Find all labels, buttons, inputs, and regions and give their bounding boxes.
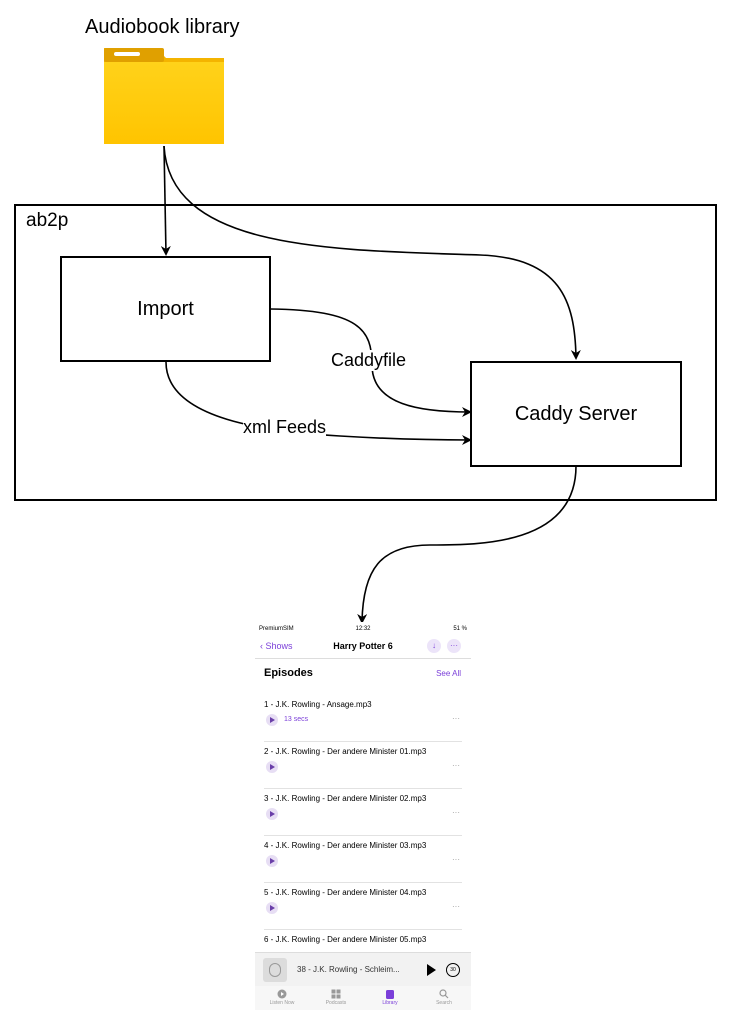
play-icon[interactable] [266, 855, 278, 867]
podcast-artwork-icon [263, 958, 287, 982]
tab-label: Library [382, 1000, 398, 1006]
folder-icon [104, 48, 224, 144]
episode-title: 3 - J.K. Rowling - Der andere Minister 0… [264, 794, 427, 803]
episode-row[interactable]: 4 - J.K. Rowling - Der andere Minister 0… [264, 835, 462, 883]
search-icon [439, 989, 449, 999]
caddy-server-label: Caddy Server [514, 402, 638, 425]
episode-duration: 13 secs [284, 716, 309, 723]
episode-more-button[interactable]: ··· [452, 761, 460, 770]
import-label: Import [137, 297, 194, 320]
edge-label-caddyfile: Caddyfile [331, 350, 407, 371]
nav-bar: ‹ Shows Harry Potter 6 ↓ ··· [255, 636, 471, 659]
episode-title: 2 - J.K. Rowling - Der andere Minister 0… [264, 747, 427, 756]
caddy-server-box: Caddy Server [470, 361, 682, 467]
play-icon[interactable] [266, 902, 278, 914]
skip-forward-icon[interactable]: 30 [446, 963, 460, 977]
battery-label: 51 % [453, 626, 467, 632]
import-box: Import [60, 256, 271, 362]
edge-library-to-import [160, 145, 171, 256]
podcast-app-screenshot: PremiumSIM 12:32 51 % ‹ Shows Harry Pott… [255, 622, 471, 1010]
tab-search[interactable]: Search [417, 986, 471, 1010]
episode-row[interactable]: 3 - J.K. Rowling - Der andere Minister 0… [264, 788, 462, 836]
container-label: ab2p [26, 210, 69, 231]
play-icon[interactable] [427, 964, 436, 976]
episode-row[interactable]: 6 - J.K. Rowling - Der andere Minister 0… [264, 929, 462, 976]
tab-podcasts[interactable]: Podcasts [309, 986, 363, 1010]
page-title: Harry Potter 6 [333, 641, 393, 651]
tab-label: Listen Now [269, 1000, 295, 1006]
episode-more-button[interactable]: ··· [452, 902, 460, 911]
tab-listen-now[interactable]: Listen Now [255, 986, 309, 1010]
episode-title: 5 - J.K. Rowling - Der andere Minister 0… [264, 888, 427, 897]
episode-row[interactable]: 5 - J.K. Rowling - Der andere Minister 0… [264, 882, 462, 930]
tab-library[interactable]: Library [363, 986, 417, 1010]
episode-title: 6 - J.K. Rowling - Der andere Minister 0… [264, 935, 427, 944]
edge-server-to-phone [357, 465, 577, 624]
status-bar: PremiumSIM 12:32 51 % [255, 624, 471, 636]
edge-label-xml-feeds: xml Feeds [243, 417, 327, 438]
tab-bar: Listen Now Podcasts Library Search [255, 986, 471, 1010]
edge-library-to-server [163, 145, 581, 360]
back-label: Shows [265, 641, 293, 651]
grid-icon [331, 989, 341, 999]
episode-title: 4 - J.K. Rowling - Der andere Minister 0… [264, 841, 427, 850]
library-icon [386, 990, 394, 999]
mini-player-title: 38 - J.K. Rowling - Schleim... [297, 965, 400, 974]
play-icon[interactable] [266, 761, 278, 773]
mini-player[interactable]: 38 - J.K. Rowling - Schleim... 30 [255, 952, 471, 987]
play-circle-icon [277, 989, 287, 999]
carrier-label: PremiumSIM [259, 626, 294, 632]
more-button[interactable]: ··· [447, 639, 461, 653]
tab-label: Search [436, 1000, 452, 1006]
episodes-heading: Episodes [264, 667, 313, 679]
episode-row[interactable]: 1 - J.K. Rowling - Ansage.mp3 13 secs ··… [264, 694, 462, 742]
ab2p-container [14, 204, 717, 501]
episode-row[interactable]: 2 - J.K. Rowling - Der andere Minister 0… [264, 741, 462, 789]
episode-more-button[interactable]: ··· [452, 808, 460, 817]
play-icon[interactable] [266, 714, 278, 726]
edge-xml-feeds [165, 361, 472, 445]
status-time: 12:32 [355, 626, 371, 632]
library-label: Audiobook library [85, 16, 240, 38]
play-icon[interactable] [266, 808, 278, 820]
episode-title: 1 - J.K. Rowling - Ansage.mp3 [264, 700, 372, 709]
episode-more-button[interactable]: ··· [452, 714, 460, 723]
tab-label: Podcasts [325, 1000, 347, 1006]
back-button[interactable]: ‹ Shows [260, 641, 293, 651]
see-all-link[interactable]: See All [436, 669, 461, 678]
episode-more-button[interactable]: ··· [452, 855, 460, 864]
arrow-down-icon[interactable]: ↓ [427, 639, 441, 653]
